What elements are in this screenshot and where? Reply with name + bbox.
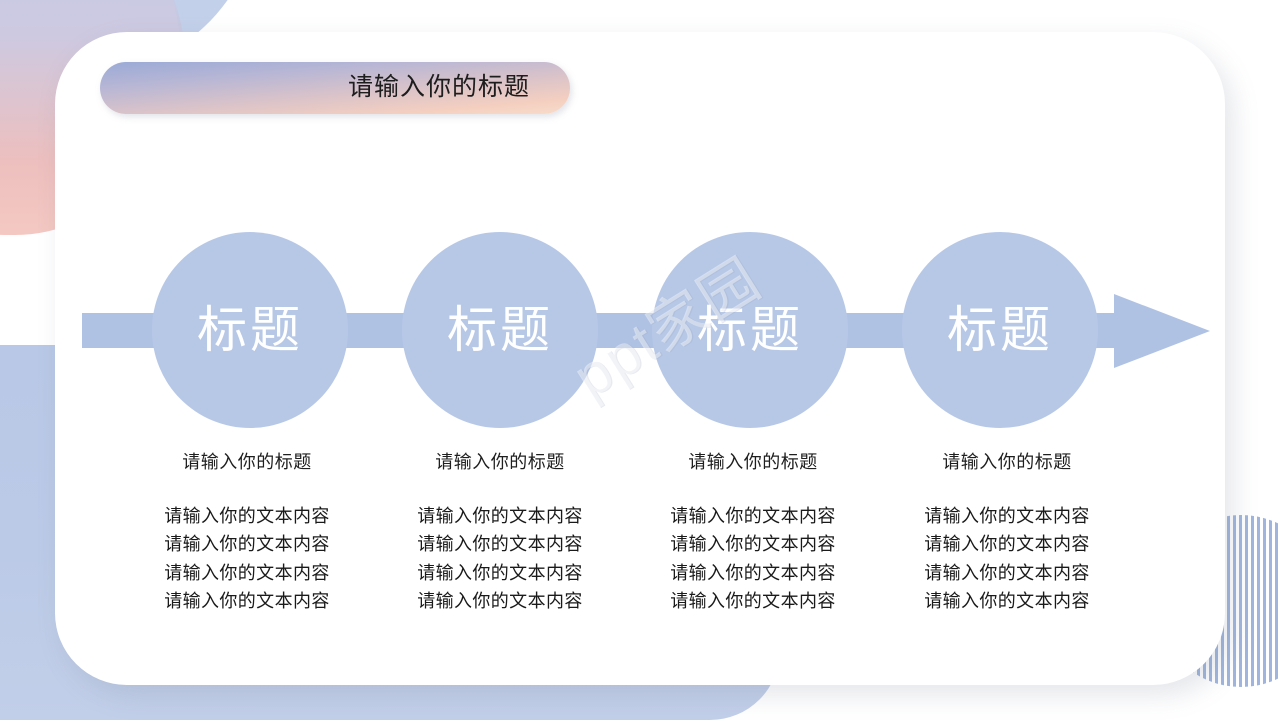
step-body-line: 请输入你的文本内容 xyxy=(670,591,836,612)
step-subtitle-3: 请输入你的标题 xyxy=(688,452,818,472)
step-text-column-3: 请输入你的标题 请输入你的文本内容 请输入你的文本内容 请输入你的文本内容 请输… xyxy=(628,452,878,616)
process-arrow-head-icon xyxy=(1114,294,1210,368)
step-body-line: 请输入你的文本内容 xyxy=(670,534,836,555)
step-text-column-4: 请输入你的标题 请输入你的文本内容 请输入你的文本内容 请输入你的文本内容 请输… xyxy=(882,452,1132,616)
step-body-1: 请输入你的文本内容 请输入你的文本内容 请输入你的文本内容 请输入你的文本内容 xyxy=(122,502,372,616)
step-circle-label-1: 标题 xyxy=(197,302,303,358)
step-subtitle-4: 请输入你的标题 xyxy=(942,452,1072,472)
step-body-line: 请输入你的文本内容 xyxy=(924,562,1090,583)
step-circle-2[interactable]: 标题 xyxy=(402,232,598,428)
step-text-column-2: 请输入你的标题 请输入你的文本内容 请输入你的文本内容 请输入你的文本内容 请输… xyxy=(375,452,625,616)
step-body-line: 请输入你的文本内容 xyxy=(164,591,330,612)
step-body-line: 请输入你的文本内容 xyxy=(164,534,330,555)
step-circle-1[interactable]: 标题 xyxy=(152,232,348,428)
step-circle-4[interactable]: 标题 xyxy=(902,232,1098,428)
step-body-line: 请输入你的文本内容 xyxy=(417,534,583,555)
step-body-line: 请输入你的文本内容 xyxy=(924,591,1090,612)
step-body-line: 请输入你的文本内容 xyxy=(670,562,836,583)
step-body-3: 请输入你的文本内容 请输入你的文本内容 请输入你的文本内容 请输入你的文本内容 xyxy=(628,502,878,616)
step-circle-label-3: 标题 xyxy=(697,302,803,358)
step-circle-label-4: 标题 xyxy=(947,302,1053,358)
slide-title-text: 请输入你的标题 xyxy=(347,74,530,101)
step-body-line: 请输入你的文本内容 xyxy=(417,591,583,612)
step-circle-label-2: 标题 xyxy=(447,302,553,358)
step-body-line: 请输入你的文本内容 xyxy=(417,562,583,583)
step-body-line: 请输入你的文本内容 xyxy=(670,505,836,526)
step-subtitle-1: 请输入你的标题 xyxy=(182,452,312,472)
step-body-2: 请输入你的文本内容 请输入你的文本内容 请输入你的文本内容 请输入你的文本内容 xyxy=(375,502,625,616)
step-body-line: 请输入你的文本内容 xyxy=(924,505,1090,526)
step-body-line: 请输入你的文本内容 xyxy=(164,505,330,526)
step-body-4: 请输入你的文本内容 请输入你的文本内容 请输入你的文本内容 请输入你的文本内容 xyxy=(882,502,1132,616)
step-body-line: 请输入你的文本内容 xyxy=(417,505,583,526)
step-circle-3[interactable]: 标题 xyxy=(652,232,848,428)
slide-title-pill[interactable]: 请输入你的标题 xyxy=(100,62,570,114)
step-text-column-1: 请输入你的标题 请输入你的文本内容 请输入你的文本内容 请输入你的文本内容 请输… xyxy=(122,452,372,616)
step-body-line: 请输入你的文本内容 xyxy=(924,534,1090,555)
step-body-line: 请输入你的文本内容 xyxy=(164,562,330,583)
step-subtitle-2: 请输入你的标题 xyxy=(435,452,565,472)
